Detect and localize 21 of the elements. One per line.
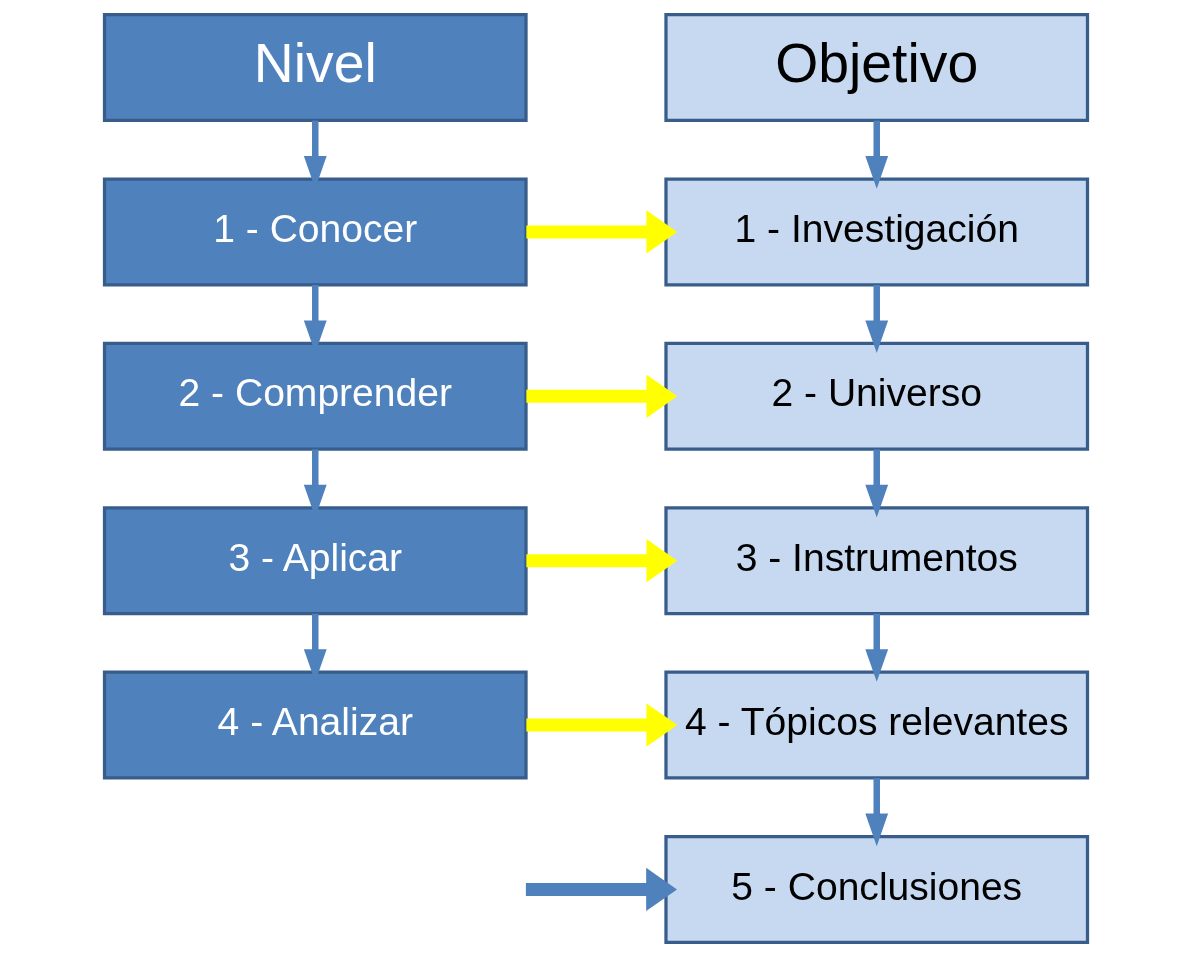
- node-box: 1 - Conocer: [102, 177, 528, 287]
- arrow: [865, 120, 889, 189]
- arrow: [526, 539, 678, 583]
- arrow: [526, 374, 678, 418]
- node-box: 2 - Comprender: [102, 341, 528, 451]
- node-box: 1 - Investigación: [664, 177, 1090, 287]
- arrow: [525, 867, 678, 912]
- node-box: Nivel: [102, 13, 528, 123]
- arrow: [526, 210, 678, 254]
- node-box: 2 - Universo: [664, 341, 1090, 451]
- node-box: Objetivo: [664, 13, 1090, 123]
- node-box: 5 - Conclusiones: [664, 834, 1090, 944]
- node-box: 4 - Tópicos relevantes: [664, 670, 1090, 780]
- arrow: [865, 778, 889, 847]
- node-box: 3 - Aplicar: [102, 506, 528, 616]
- arrow: [865, 449, 889, 518]
- node-box: 4 - Analizar: [102, 670, 528, 780]
- arrow: [865, 613, 889, 682]
- arrow: [526, 703, 678, 747]
- arrow: [865, 285, 889, 354]
- node-box: 3 - Instrumentos: [664, 506, 1090, 616]
